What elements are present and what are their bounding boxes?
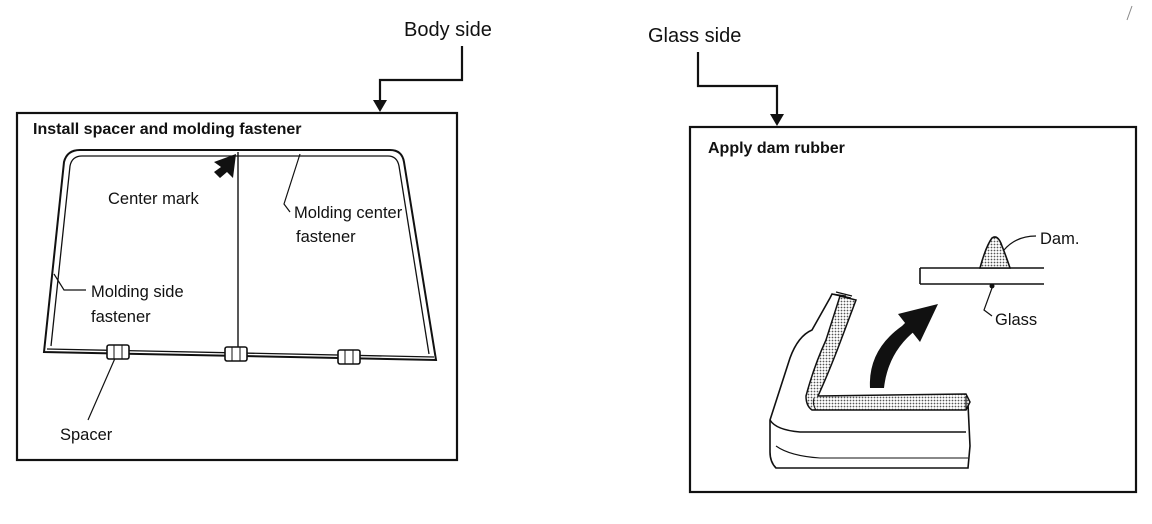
glass-point <box>989 283 995 289</box>
windshield-outer <box>42 149 438 362</box>
molding-side-label-2: fastener <box>91 308 151 326</box>
dam-leader <box>1003 235 1037 251</box>
dam-rubber <box>978 236 1012 269</box>
molding-center-label-2: fastener <box>296 228 356 246</box>
spacer-left <box>106 344 130 360</box>
glass-side-callout: Glass side <box>648 25 784 126</box>
body-side-label: Body side <box>404 19 492 41</box>
spacer-right <box>337 349 361 365</box>
body-side-callout: Body side <box>373 19 492 112</box>
left-panel-title: Install spacer and molding fastener <box>33 121 302 138</box>
center-mark-arrow <box>214 154 236 178</box>
glass-side-label: Glass side <box>648 25 741 47</box>
glass-side-arrowhead <box>770 114 784 126</box>
dam-label: Dam. <box>1040 230 1079 248</box>
body-flange <box>769 291 971 469</box>
spacer-center <box>224 346 248 362</box>
left-panel-frame <box>15 111 459 462</box>
molding-side-label-1: Molding side <box>91 283 184 301</box>
right-panel-title: Apply dam rubber <box>708 140 845 157</box>
body-side-arrowhead <box>373 100 387 112</box>
right-panel-frame <box>688 125 1138 494</box>
install-direction-arrow <box>869 304 938 388</box>
center-mark-label: Center mark <box>108 190 200 208</box>
spacer-label: Spacer <box>60 426 113 444</box>
left-panel: Install spacer and molding fastener <box>15 111 459 462</box>
glass-side-leader <box>696 52 779 116</box>
right-panel: Apply dam rubber Dam. Glass <box>688 125 1138 494</box>
molding-center-label-1: Molding center <box>294 204 403 222</box>
molding-side-leader <box>53 273 86 291</box>
glass-leader <box>983 287 993 317</box>
spacer-leader <box>87 355 117 421</box>
molding-center-leader <box>283 153 301 213</box>
glass-label: Glass <box>995 311 1037 329</box>
body-side-leader <box>378 46 464 102</box>
scan-mark <box>1126 5 1133 21</box>
